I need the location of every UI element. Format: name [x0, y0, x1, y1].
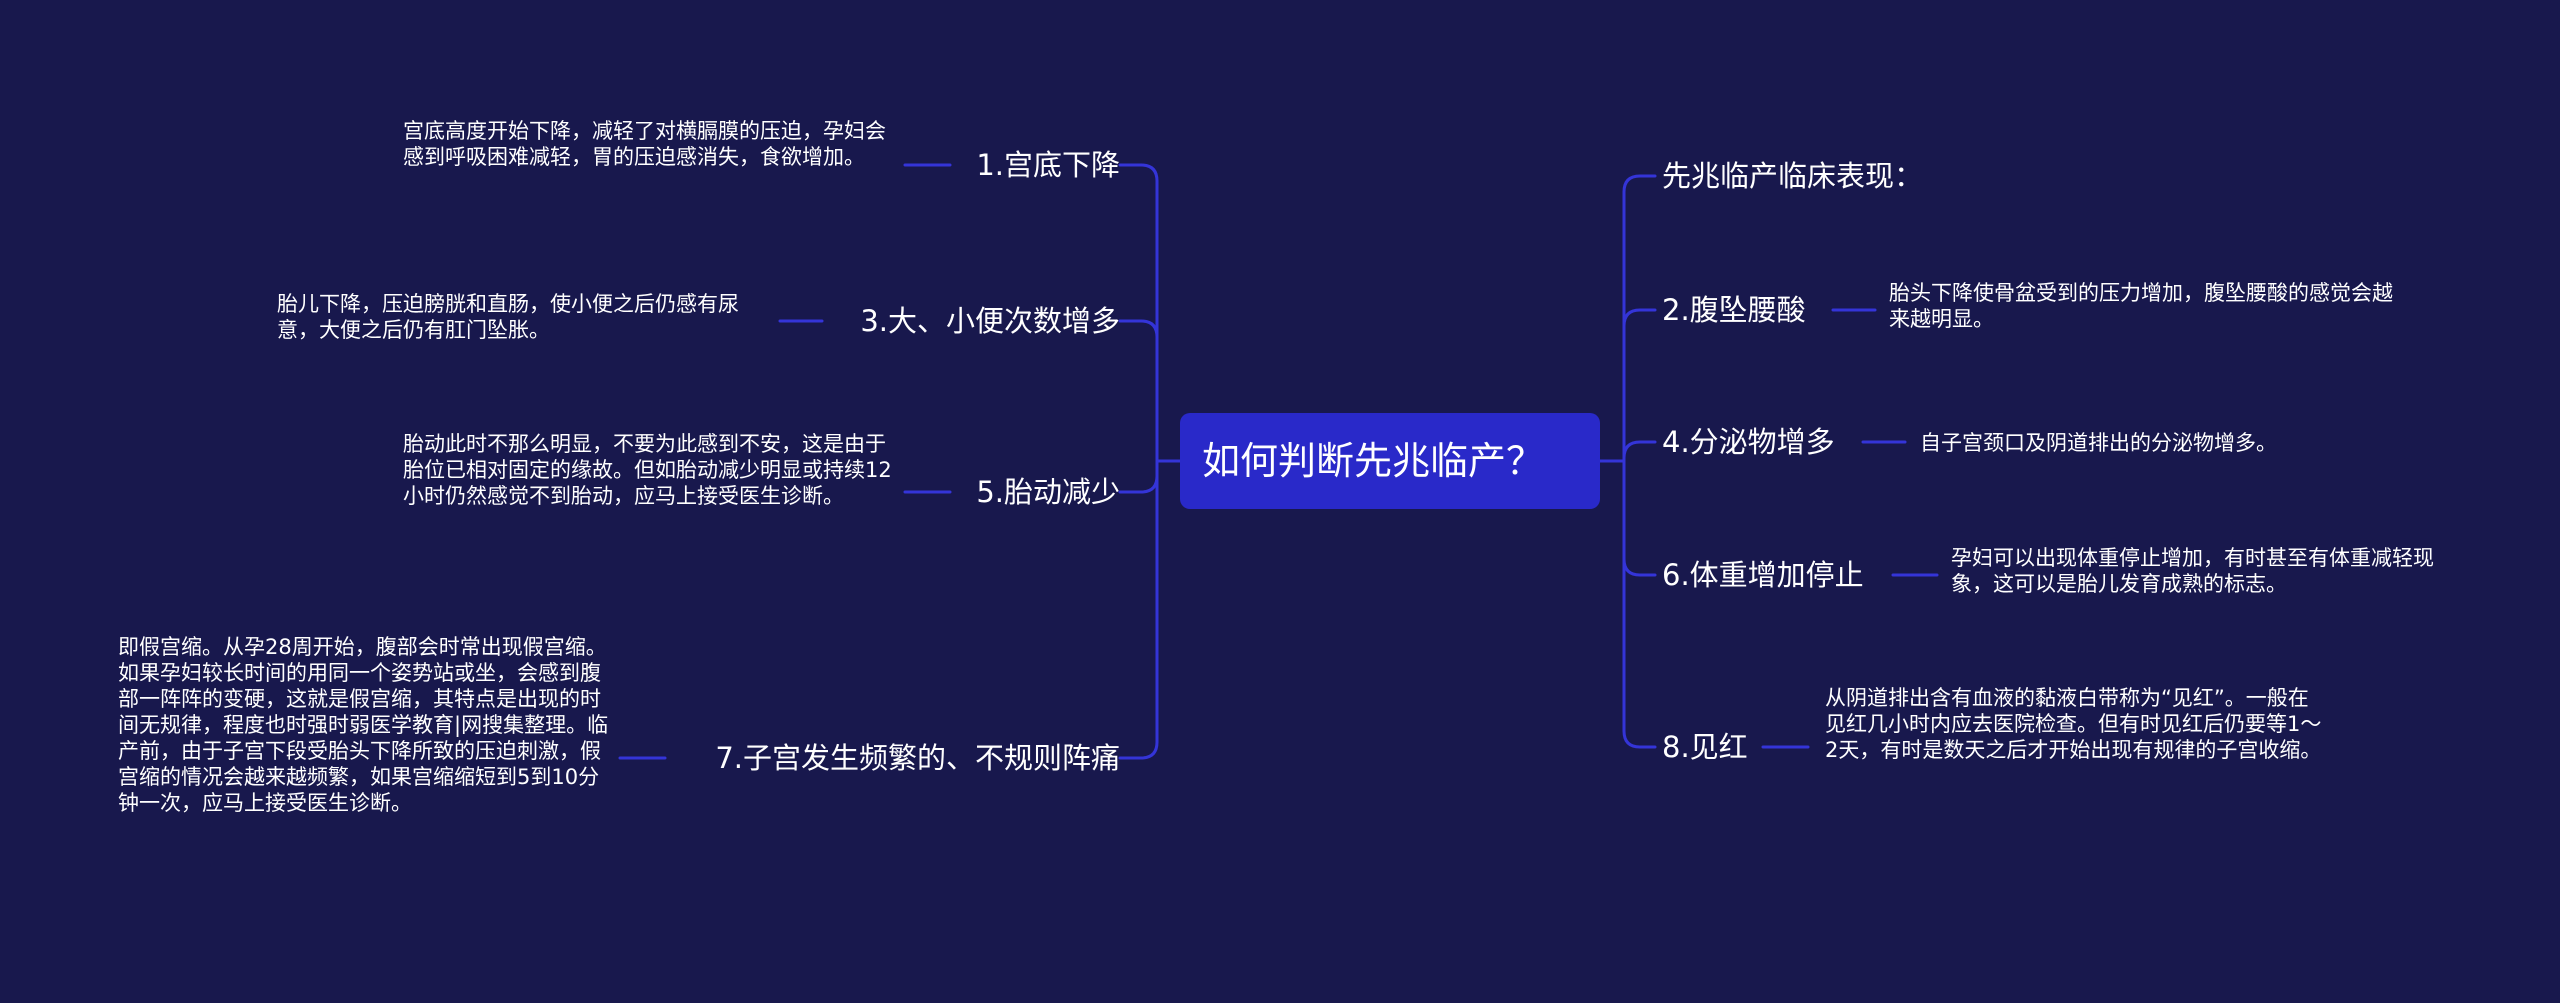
branch-detail[interactable]: 孕妇可以出现体重停止增加，有时甚至有体重减轻现象，这可以是胎儿发育成熟的标志。 — [1951, 546, 2434, 596]
branch-detail[interactable]: 胎动此时不那么明显，不要为此感到不安，这是由于胎位已相对固定的缘故。但如胎动减少… — [403, 432, 892, 508]
right-branch-connector — [1622, 308, 1657, 328]
branch-detail[interactable]: 自子宫颈口及阴道排出的分泌物增多。 — [1920, 431, 2277, 455]
branch-detail[interactable]: 宫底高度开始下降，减轻了对横膈膜的压迫，孕妇会感到呼吸困难减轻，胃的压迫感消失，… — [403, 119, 886, 169]
branch-topic[interactable]: 6.体重增加停止 — [1662, 558, 1864, 592]
branch-detail[interactable]: 从阴道排出含有血液的黏液白带称为“见红”。一般在见红几小时内应去医院检查。但有时… — [1825, 686, 2322, 762]
branch-topic[interactable]: 7.子宫发生频繁的、不规则阵痛 — [715, 741, 1120, 775]
right-branch-connector — [1622, 440, 1657, 460]
branch-topic[interactable]: 2.腹坠腰酸 — [1662, 293, 1806, 327]
left-branch-connector — [1118, 319, 1159, 339]
right-branch-connector — [1622, 557, 1657, 577]
branch-topic[interactable]: 3.大、小便次数增多 — [860, 304, 1120, 338]
branch-detail[interactable]: 胎头下降使骨盆受到的压力增加，腹坠腰酸的感觉会越来越明显。 — [1889, 281, 2393, 331]
branch-topic[interactable]: 8.见红 — [1662, 730, 1748, 764]
branch-topic[interactable]: 4.分泌物增多 — [1662, 425, 1835, 459]
branch-topic[interactable]: 5.胎动减少 — [976, 475, 1120, 509]
branch-topic[interactable]: 先兆临产临床表现： — [1662, 159, 1924, 193]
branch-detail[interactable]: 即假宫缩。从孕28周开始，腹部会时常出现假宫缩。如果孕妇较长时间的用同一个姿势站… — [118, 635, 609, 815]
branch-detail[interactable]: 胎儿下降，压迫膀胱和直肠，使小便之后仍感有尿意，大便之后仍有肛门坠胀。 — [277, 292, 739, 342]
left-branch-connector — [1118, 163, 1159, 183]
left-branch-connector — [1118, 474, 1159, 494]
right-branch-connector — [1622, 174, 1657, 194]
branch-topic[interactable]: 1.宫底下降 — [976, 148, 1120, 182]
right-branch-connector — [1622, 729, 1657, 749]
left-branch-connector — [1118, 740, 1159, 760]
root-topic[interactable]: 如何判断先兆临产？ — [1180, 413, 1600, 509]
